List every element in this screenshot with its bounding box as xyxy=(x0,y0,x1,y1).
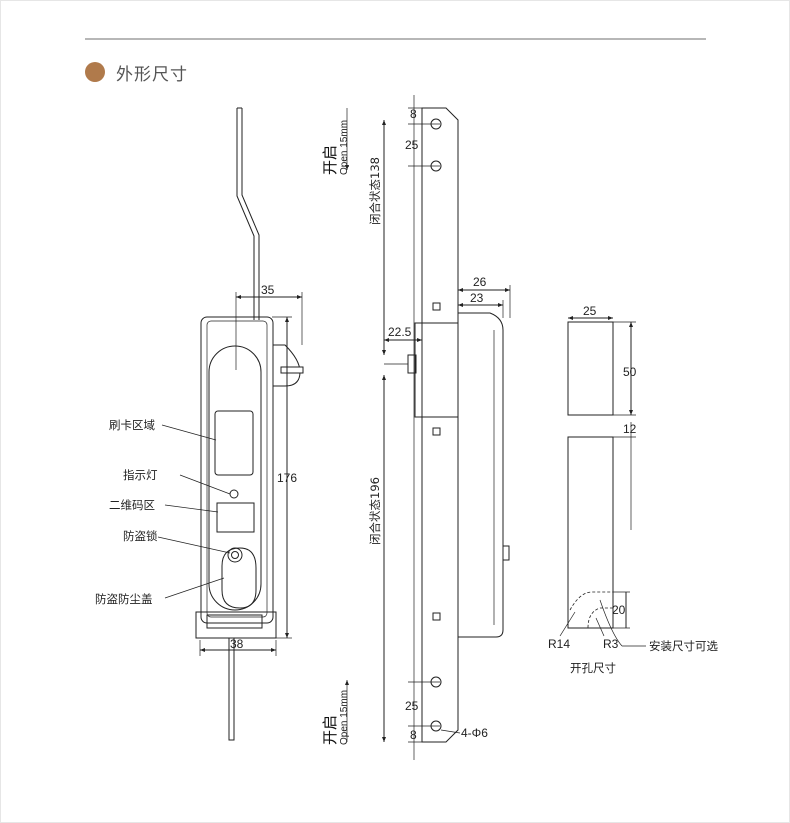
open-label-bottom-en: Open 15mm xyxy=(339,690,350,745)
open-label-top-cn: 开启 xyxy=(321,145,339,175)
section-title: 外形尺寸 xyxy=(116,64,188,85)
cutout-view: 25 50 12 20 R14 R3 安装尺寸可选 开孔尺寸 xyxy=(548,304,718,675)
dim-cutout-width: 25 xyxy=(583,304,597,318)
callout-indicator: 指示灯 xyxy=(123,468,158,482)
dim-cutout-gap: 12 xyxy=(623,422,637,436)
hole-spec: 4-Φ6 xyxy=(461,726,488,740)
closed-state-bottom: 闭合状态196 xyxy=(368,477,382,545)
handle-block xyxy=(414,322,459,418)
dim-front-width-top: 35 xyxy=(261,283,275,297)
side-view: 8 25 25 8 4-Φ6 26 23 22.5 开启 Open 15mm 开… xyxy=(321,95,511,760)
top-divider xyxy=(85,38,706,40)
callout-card-area: 刷卡区域 xyxy=(109,418,155,432)
upper-rod-edge xyxy=(241,108,260,320)
callout-qr-area: 二维码区 xyxy=(109,498,155,512)
housing xyxy=(458,312,504,638)
open-label-bottom: 开启 Open 15mm xyxy=(321,690,350,745)
radius-large: R14 xyxy=(548,637,570,651)
section-header: 外形尺寸 xyxy=(85,59,188,85)
dim-body-depth: 26 xyxy=(473,275,487,289)
dim-cutout-top-height: 50 xyxy=(623,365,637,379)
dim-bottom-hole-offset: 8 xyxy=(410,728,417,742)
open-label-bottom-cn: 开启 xyxy=(321,715,339,745)
mounting-bar xyxy=(421,107,459,743)
cutout-note: 安装尺寸可选 xyxy=(649,639,718,653)
closed-state-top: 闭合状态138 xyxy=(368,157,382,225)
dim-bottom-hole-pitch: 25 xyxy=(405,699,419,713)
open-label-top: 开启 Open 15mm xyxy=(321,120,350,175)
callout-dust-cover: 防盗防尘盖 xyxy=(95,592,153,606)
upper-rod xyxy=(236,108,255,320)
indicator-light xyxy=(229,489,239,499)
qr-area xyxy=(216,502,255,533)
dim-front-height: 176 xyxy=(277,471,297,485)
dim-top-hole-pitch: 25 xyxy=(405,138,419,152)
dust-cover xyxy=(221,547,257,609)
cutout-caption: 开孔尺寸 xyxy=(570,661,616,675)
open-label-top-en: Open 15mm xyxy=(339,120,350,175)
cutout-top xyxy=(567,321,614,416)
dim-front-width-bottom: 38 xyxy=(230,637,244,651)
callout-anti-theft-lock: 防盗锁 xyxy=(123,529,158,543)
bullet-dot-icon xyxy=(85,62,105,82)
radius-small: R3 xyxy=(603,637,619,651)
lower-rod xyxy=(228,638,235,741)
bottom-plate xyxy=(195,611,277,639)
handle-capsule xyxy=(208,345,262,611)
dim-cutout-corner-height: 20 xyxy=(612,603,626,617)
dim-top-hole-offset: 8 xyxy=(410,107,417,121)
card-area xyxy=(214,410,254,476)
lock-body xyxy=(200,316,274,624)
front-view: 35 176 38 刷卡区域 指示灯 二维码区 防盗锁 防盗防尘盖 xyxy=(95,107,304,741)
cutout-bottom xyxy=(567,436,614,629)
bottom-slot xyxy=(206,614,263,629)
dim-handle-offset: 22.5 xyxy=(388,325,412,339)
dim-body-depth-inner: 23 xyxy=(470,291,484,305)
